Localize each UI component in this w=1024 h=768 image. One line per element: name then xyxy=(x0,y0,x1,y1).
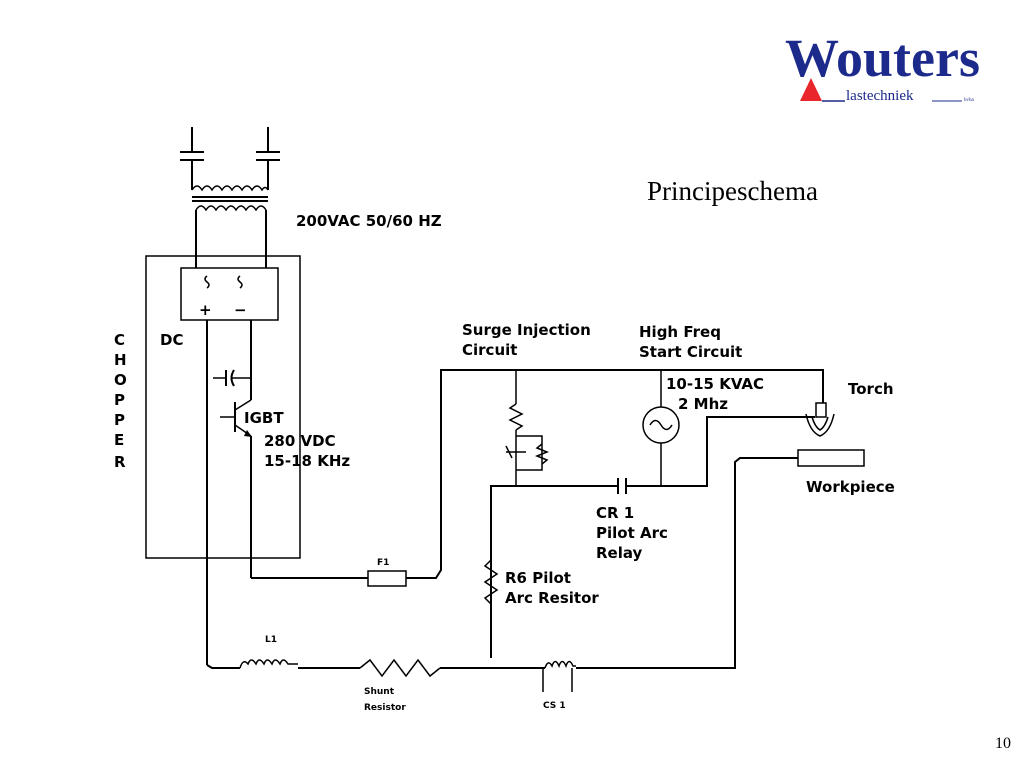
svg-text:H: H xyxy=(114,351,127,369)
chopper-label: C H O P P E R xyxy=(114,331,127,471)
logo-suffix: bvba xyxy=(964,98,975,103)
inductor-l1 xyxy=(239,659,298,669)
circuit-diagram: 200VAC 50/60 HZ C H O P P E R + − DC xyxy=(114,127,895,713)
surge-label-line2: Circuit xyxy=(462,341,517,359)
shunt-resistor xyxy=(359,658,441,678)
company-logo: Wouters lastechniek bvba xyxy=(785,28,980,104)
rectifier-ac-symbol-right xyxy=(237,275,243,289)
supply-capacitor-left xyxy=(180,127,204,190)
transformer xyxy=(191,185,269,268)
relay-label-line2: Pilot Arc xyxy=(596,524,668,542)
igbt-label: IGBT xyxy=(244,409,284,427)
cs1-label: CS 1 xyxy=(543,701,566,711)
igbt-frequency-label: 15-18 KHz xyxy=(264,452,350,470)
surge-label-line1: Surge Injection xyxy=(462,321,591,339)
fuse-label: F1 xyxy=(377,558,389,568)
workpiece xyxy=(797,449,865,467)
rectifier-ac-symbol-left xyxy=(204,275,210,289)
r6-pilot-resistor xyxy=(483,559,499,605)
hf-spec-voltage: 10-15 KVAC xyxy=(666,375,764,393)
hf-label-line1: High Freq xyxy=(639,323,721,341)
hf-ac-source xyxy=(642,370,680,486)
filter-capacitor xyxy=(213,369,251,387)
svg-text:C: C xyxy=(114,331,125,349)
workpiece-label: Workpiece xyxy=(806,478,895,496)
svg-text:P: P xyxy=(114,391,125,409)
r6-label-line2: Arc Resitor xyxy=(505,589,599,607)
dc-label: DC xyxy=(160,331,183,349)
hf-spec-frequency: 2 Mhz xyxy=(678,395,728,413)
current-sensor-cs1 xyxy=(542,660,576,692)
torch xyxy=(805,402,835,437)
rectifier-plus: + xyxy=(199,301,212,319)
torch-label: Torch xyxy=(848,380,894,398)
hf-label-line2: Start Circuit xyxy=(639,343,742,361)
relay-cr1-contact xyxy=(617,478,627,494)
svg-text:E: E xyxy=(114,431,124,449)
bottom-wire-left xyxy=(206,664,240,669)
inductor-l1-label: L1 xyxy=(265,635,277,645)
svg-text:P: P xyxy=(114,411,125,429)
supply-voltage-label: 200VAC 50/60 HZ xyxy=(296,212,442,230)
igbt-transistor xyxy=(220,399,252,578)
rectifier-box xyxy=(180,267,279,321)
pilot-supply-wire xyxy=(406,369,824,579)
r6-label-line1: R6 Pilot xyxy=(505,569,571,587)
logo-subline: lastechniek xyxy=(846,88,914,104)
svg-text:O: O xyxy=(114,371,127,389)
slide-title: Principeschema xyxy=(647,176,818,206)
shunt-label-line1: Shunt xyxy=(364,687,395,697)
relay-label-line3: Relay xyxy=(596,544,643,562)
svg-text:R: R xyxy=(114,453,126,471)
supply-capacitor-right xyxy=(256,127,280,190)
surge-injection-circuit xyxy=(505,370,550,486)
shunt-label-line2: Resistor xyxy=(364,703,406,713)
page-number: 10 xyxy=(995,735,1011,752)
logo-wordmark: Wouters xyxy=(785,28,980,88)
fuse-f1 xyxy=(367,570,407,587)
igbt-voltage-label: 280 VDC xyxy=(264,432,336,450)
relay-label-line1: CR 1 xyxy=(596,504,634,522)
workpiece-return-wire xyxy=(576,457,798,669)
chopper-box xyxy=(145,255,301,559)
relay-output-wire xyxy=(626,416,815,487)
relay-input-wire xyxy=(490,485,618,658)
rectifier-minus: − xyxy=(234,301,247,319)
logo-red-triangle xyxy=(800,78,822,101)
